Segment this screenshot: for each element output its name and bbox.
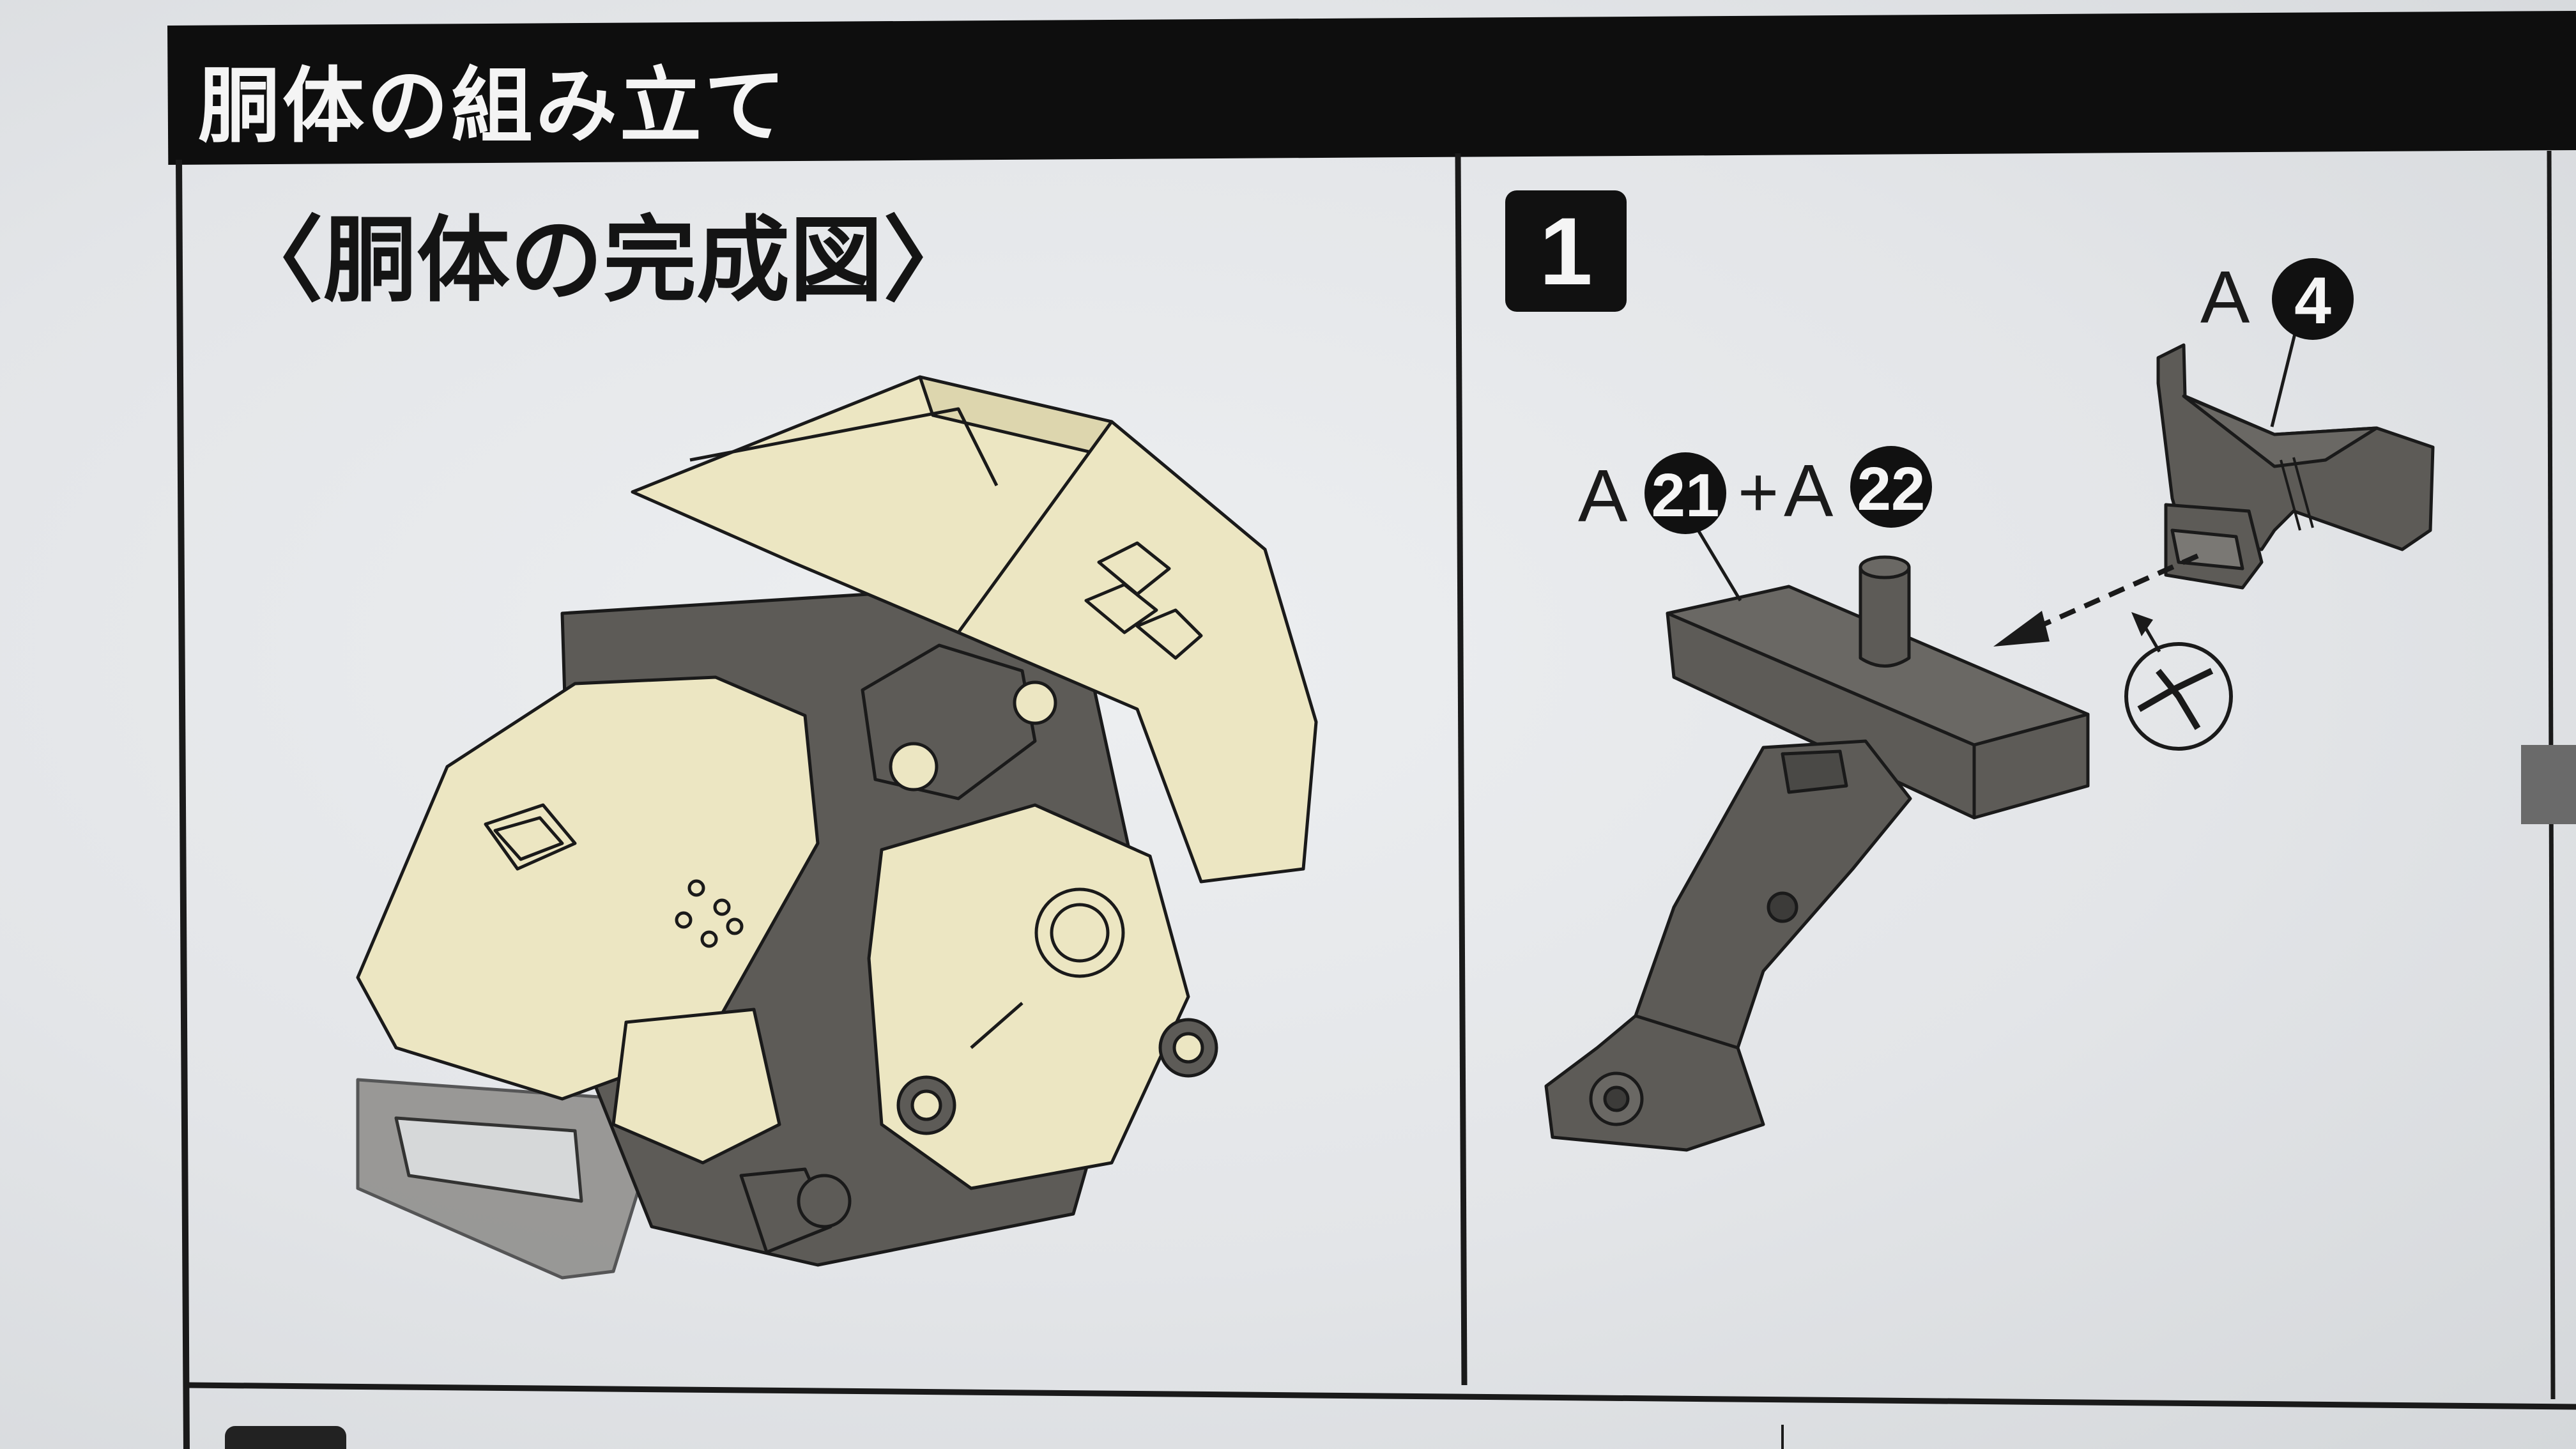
side-cheek <box>956 420 1318 884</box>
part-label-a21-letter: A <box>1578 454 1628 537</box>
part-label-a21-a22: A 21 + A 22 <box>1578 446 1932 537</box>
part-label-a4-letter: A <box>2200 256 2250 339</box>
bracket-part-a4 <box>2156 343 2435 590</box>
part-number-badge-21 <box>1644 452 1726 534</box>
next-panel-tab <box>2521 745 2576 824</box>
part-label-a22-letter: A <box>1784 449 1834 532</box>
section-title: 胴体の組み立て <box>198 59 789 154</box>
part-number-4: 4 <box>2294 264 2331 338</box>
part-number-22: 22 <box>1857 455 1926 523</box>
completed-view-heading: 〈胴体の完成図〉 <box>230 206 976 315</box>
completed-torso-illustration <box>356 375 1318 1280</box>
front-cowl <box>356 675 820 1101</box>
part-number-badge-4 <box>2272 258 2354 340</box>
part-label-a4: A 4 <box>2200 256 2354 340</box>
part-number-21: 21 <box>1652 461 1720 530</box>
panel-borders <box>176 150 2576 1449</box>
dashed-arrow-icon <box>1993 553 2199 647</box>
lower-plate <box>611 1008 781 1165</box>
nipper-cut-icon <box>2124 612 2233 751</box>
part-number-badge-22 <box>1850 446 1932 528</box>
step-number-badge: 1 <box>1505 190 1627 312</box>
plus-sign: + <box>1738 453 1779 532</box>
hip-joint-part-a21-a22 <box>1544 555 2090 1152</box>
step-number: 1 <box>1539 197 1593 305</box>
next-step-badge-partial <box>225 1426 346 1449</box>
